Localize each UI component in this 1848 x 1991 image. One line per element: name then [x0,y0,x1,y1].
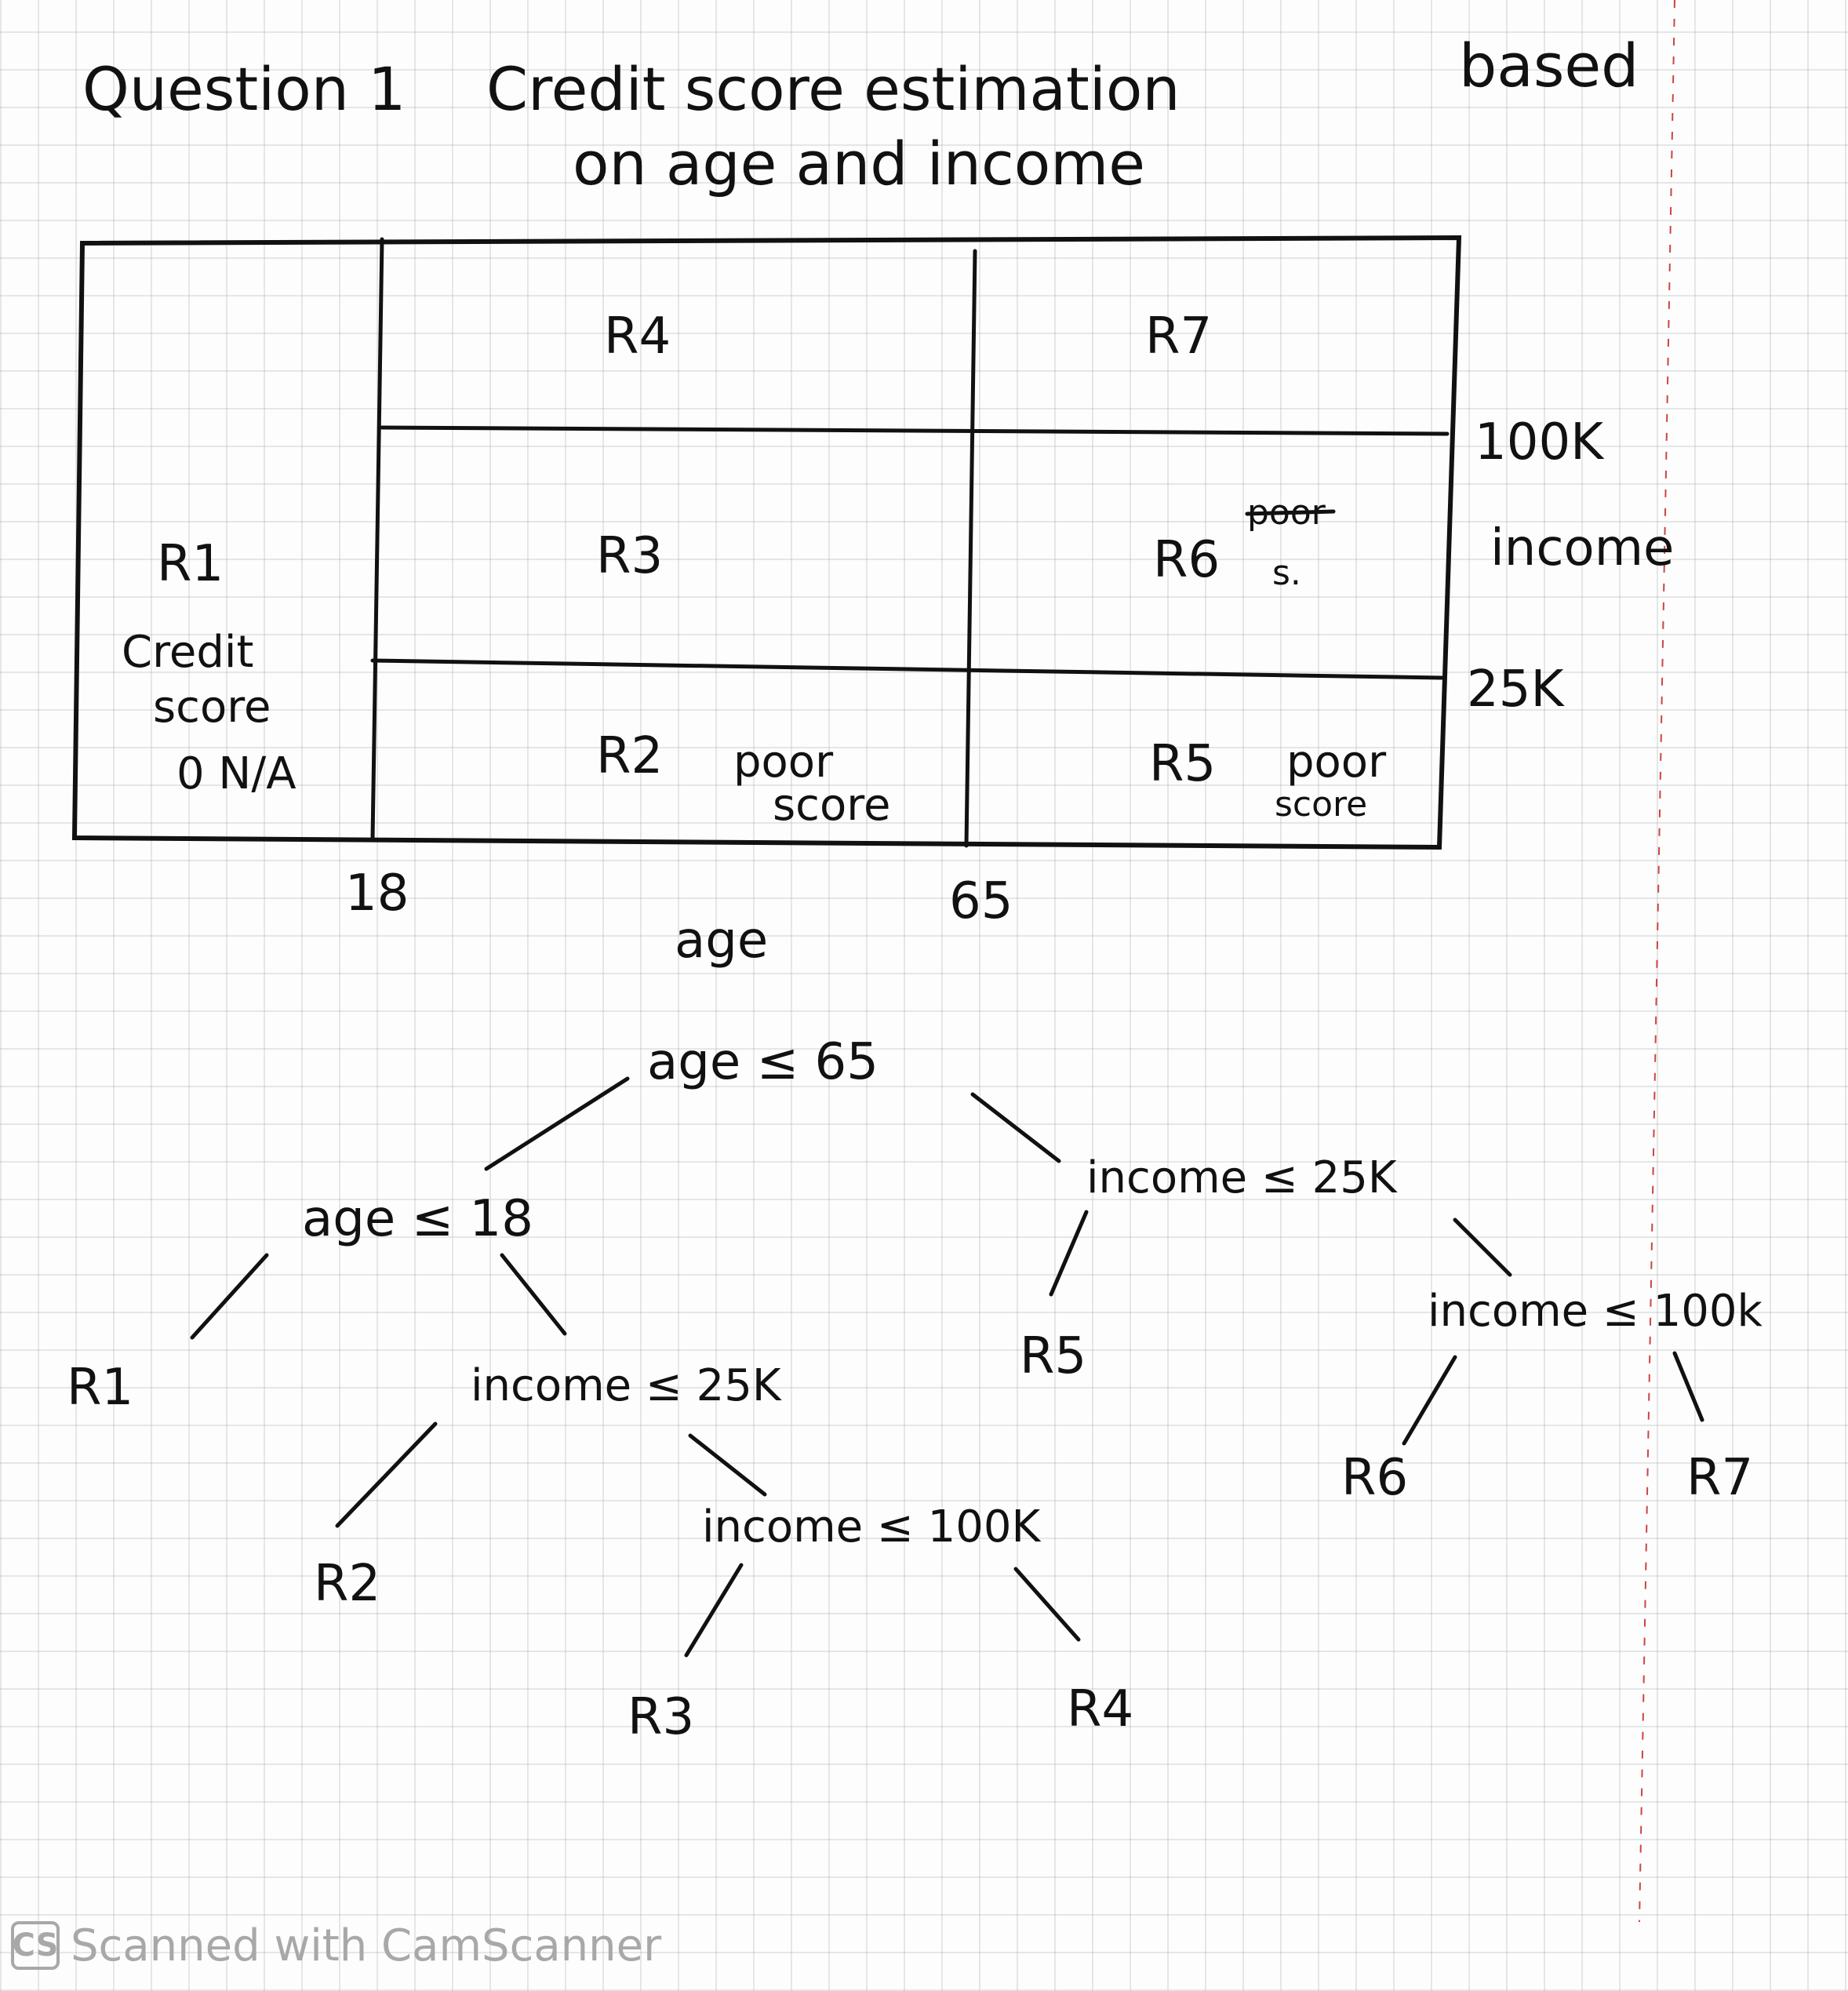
region-r5-note-score: score [1275,784,1367,824]
tree-edge-root-right [970,1092,1061,1163]
tree-edge-income25-r2 [335,1421,438,1528]
partition-diagram: R4 R7 R3 R6 poor s. R1 Credit score 0 N/… [71,235,1674,970]
tree-edge-right-income100 [1453,1218,1512,1277]
title-subtitle: on age and income [573,129,1145,198]
split-income-25k [370,658,1444,680]
title-main-text: Credit score estimation [486,54,1180,124]
region-r3-label: R3 [596,527,663,585]
split-age-65 [964,249,977,848]
region-r6-strike [1245,509,1336,516]
region-r1-note-value: 0 N/A [176,748,296,799]
x-axis-label: age [675,912,768,970]
tree-edge-right-r5 [1049,1210,1089,1297]
camscanner-watermark: CS Scanned with CamScanner [11,1914,661,1977]
tree-root-node: age ≤ 65 [647,1033,879,1091]
region-r1-label: R1 [157,535,224,593]
tree-edge-income100r-r7 [1672,1351,1704,1422]
tree-leaf-r3: R3 [628,1688,694,1746]
tree-edge-age18-income25 [500,1253,567,1336]
x-tick-18: 18 [345,864,409,923]
tree-node-income-100k-left: income ≤ 100K [702,1501,1042,1552]
tree-node-income-100k-right: income ≤ 100k [1428,1286,1763,1337]
tree-edge-income100-r4 [1013,1567,1081,1642]
tree-edge-income25-income100 [688,1433,767,1497]
tree-leaf-r4: R4 [1067,1680,1133,1738]
tree-edge-age18-r1 [190,1253,269,1340]
tree-leaf-r7: R7 [1686,1449,1753,1507]
tree-node-income-25k-right: income ≤ 25K [1086,1152,1398,1203]
region-r7-label: R7 [1145,308,1212,366]
tree-node-age-18: age ≤ 18 [302,1190,533,1248]
question-title: Question 1 Credit score estimation based… [82,31,1639,198]
tree-leaf-r6: R6 [1341,1449,1408,1507]
tree-leaf-r5: R5 [1020,1327,1086,1385]
y-tick-25k: 25K [1467,661,1565,719]
y-axis-label: income [1490,519,1674,577]
region-r2-label: R2 [596,727,663,785]
region-r1-note-credit: Credit [122,627,253,678]
y-tick-100k: 100K [1475,413,1605,471]
region-r2-note-poor: poor [733,737,834,788]
tree-leaf-r1: R1 [67,1359,133,1417]
camscanner-logo: CS [11,1921,60,1970]
region-r6-small-note: s. [1272,553,1301,593]
title-question-number: Question 1 [82,54,406,124]
region-r4-label: R4 [604,308,671,366]
region-r6-label: R6 [1153,531,1220,589]
camscanner-text: Scanned with CamScanner [71,1920,662,1971]
split-age-18 [370,237,384,842]
decision-tree: age ≤ 65 age ≤ 18 income ≤ 25K income ≤ … [67,1033,1763,1746]
split-income-100k [380,425,1450,436]
region-r5-note-poor: poor [1286,737,1387,788]
tree-edge-income100-r3 [684,1563,744,1658]
tree-edge-root-left [484,1076,630,1171]
title-based: based [1459,31,1639,100]
x-tick-65: 65 [949,872,1013,930]
tree-edge-income100r-r6 [1402,1355,1457,1446]
tree-leaf-r2: R2 [314,1555,380,1613]
region-r1-note-score: score [153,682,271,733]
region-r5-label: R5 [1149,735,1216,793]
page-margin-line [1639,0,1675,1923]
tree-node-income-25k-left: income ≤ 25K [471,1360,782,1411]
region-r2-note-score: score [773,780,890,831]
partition-outer-box [71,235,1462,850]
